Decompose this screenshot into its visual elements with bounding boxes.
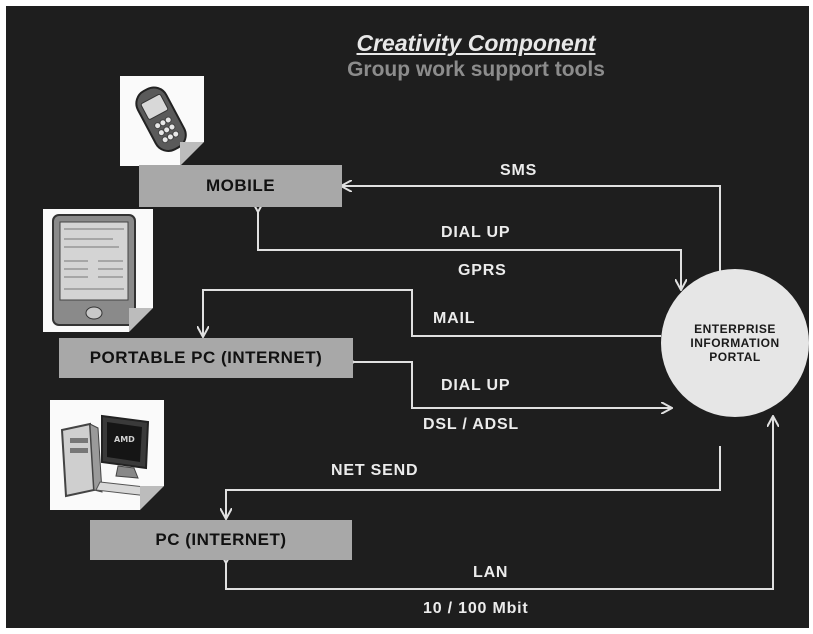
pda-image xyxy=(43,209,153,332)
diagram-title: Creativity Component xyxy=(356,30,596,56)
desktop-pc-image: AMD xyxy=(50,400,164,510)
mobile-phone-image xyxy=(120,76,204,166)
net-send-label: NET SEND xyxy=(331,462,419,479)
mail-connector xyxy=(203,289,661,336)
pda-icon xyxy=(52,214,136,326)
dial-up-label-2: DIAL UP xyxy=(441,377,511,394)
portable-pc-box: PORTABLE PC (INTERNET) xyxy=(59,338,353,378)
portal-line-2: INFORMATION xyxy=(690,336,780,350)
pc-box: PC (INTERNET) xyxy=(90,520,352,560)
dial-up-gprs-connector xyxy=(258,211,681,289)
enterprise-information-portal: ENTERPRISE INFORMATION PORTAL xyxy=(661,269,809,417)
sms-label: SMS xyxy=(500,162,538,179)
speed-label: 10 / 100 Mbit xyxy=(423,600,529,617)
diagram-subtitle: Group work support tools xyxy=(347,58,605,81)
dsl-adsl-label: DSL / ADSL xyxy=(423,416,520,433)
portal-line-3: PORTAL xyxy=(709,350,761,364)
connector-lines xyxy=(6,6,809,590)
sms-connector xyxy=(342,186,721,271)
dial-up-dsl-connector xyxy=(353,362,671,408)
mobile-phone-icon xyxy=(135,86,187,152)
portal-line-1: ENTERPRISE xyxy=(694,322,776,336)
net-send-connector xyxy=(226,446,721,518)
diagram-slide: Creativity Component Group work support … xyxy=(6,6,809,628)
lan-label: LAN xyxy=(473,564,509,581)
desktop-pc-icon: AMD xyxy=(60,414,155,498)
mobile-box: MOBILE xyxy=(139,165,342,207)
dial-up-label-1: DIAL UP xyxy=(441,224,511,241)
gprs-label: GPRS xyxy=(458,262,507,279)
lan-connector xyxy=(226,417,773,590)
mail-label: MAIL xyxy=(433,310,476,327)
svg-text:AMD: AMD xyxy=(114,435,135,444)
